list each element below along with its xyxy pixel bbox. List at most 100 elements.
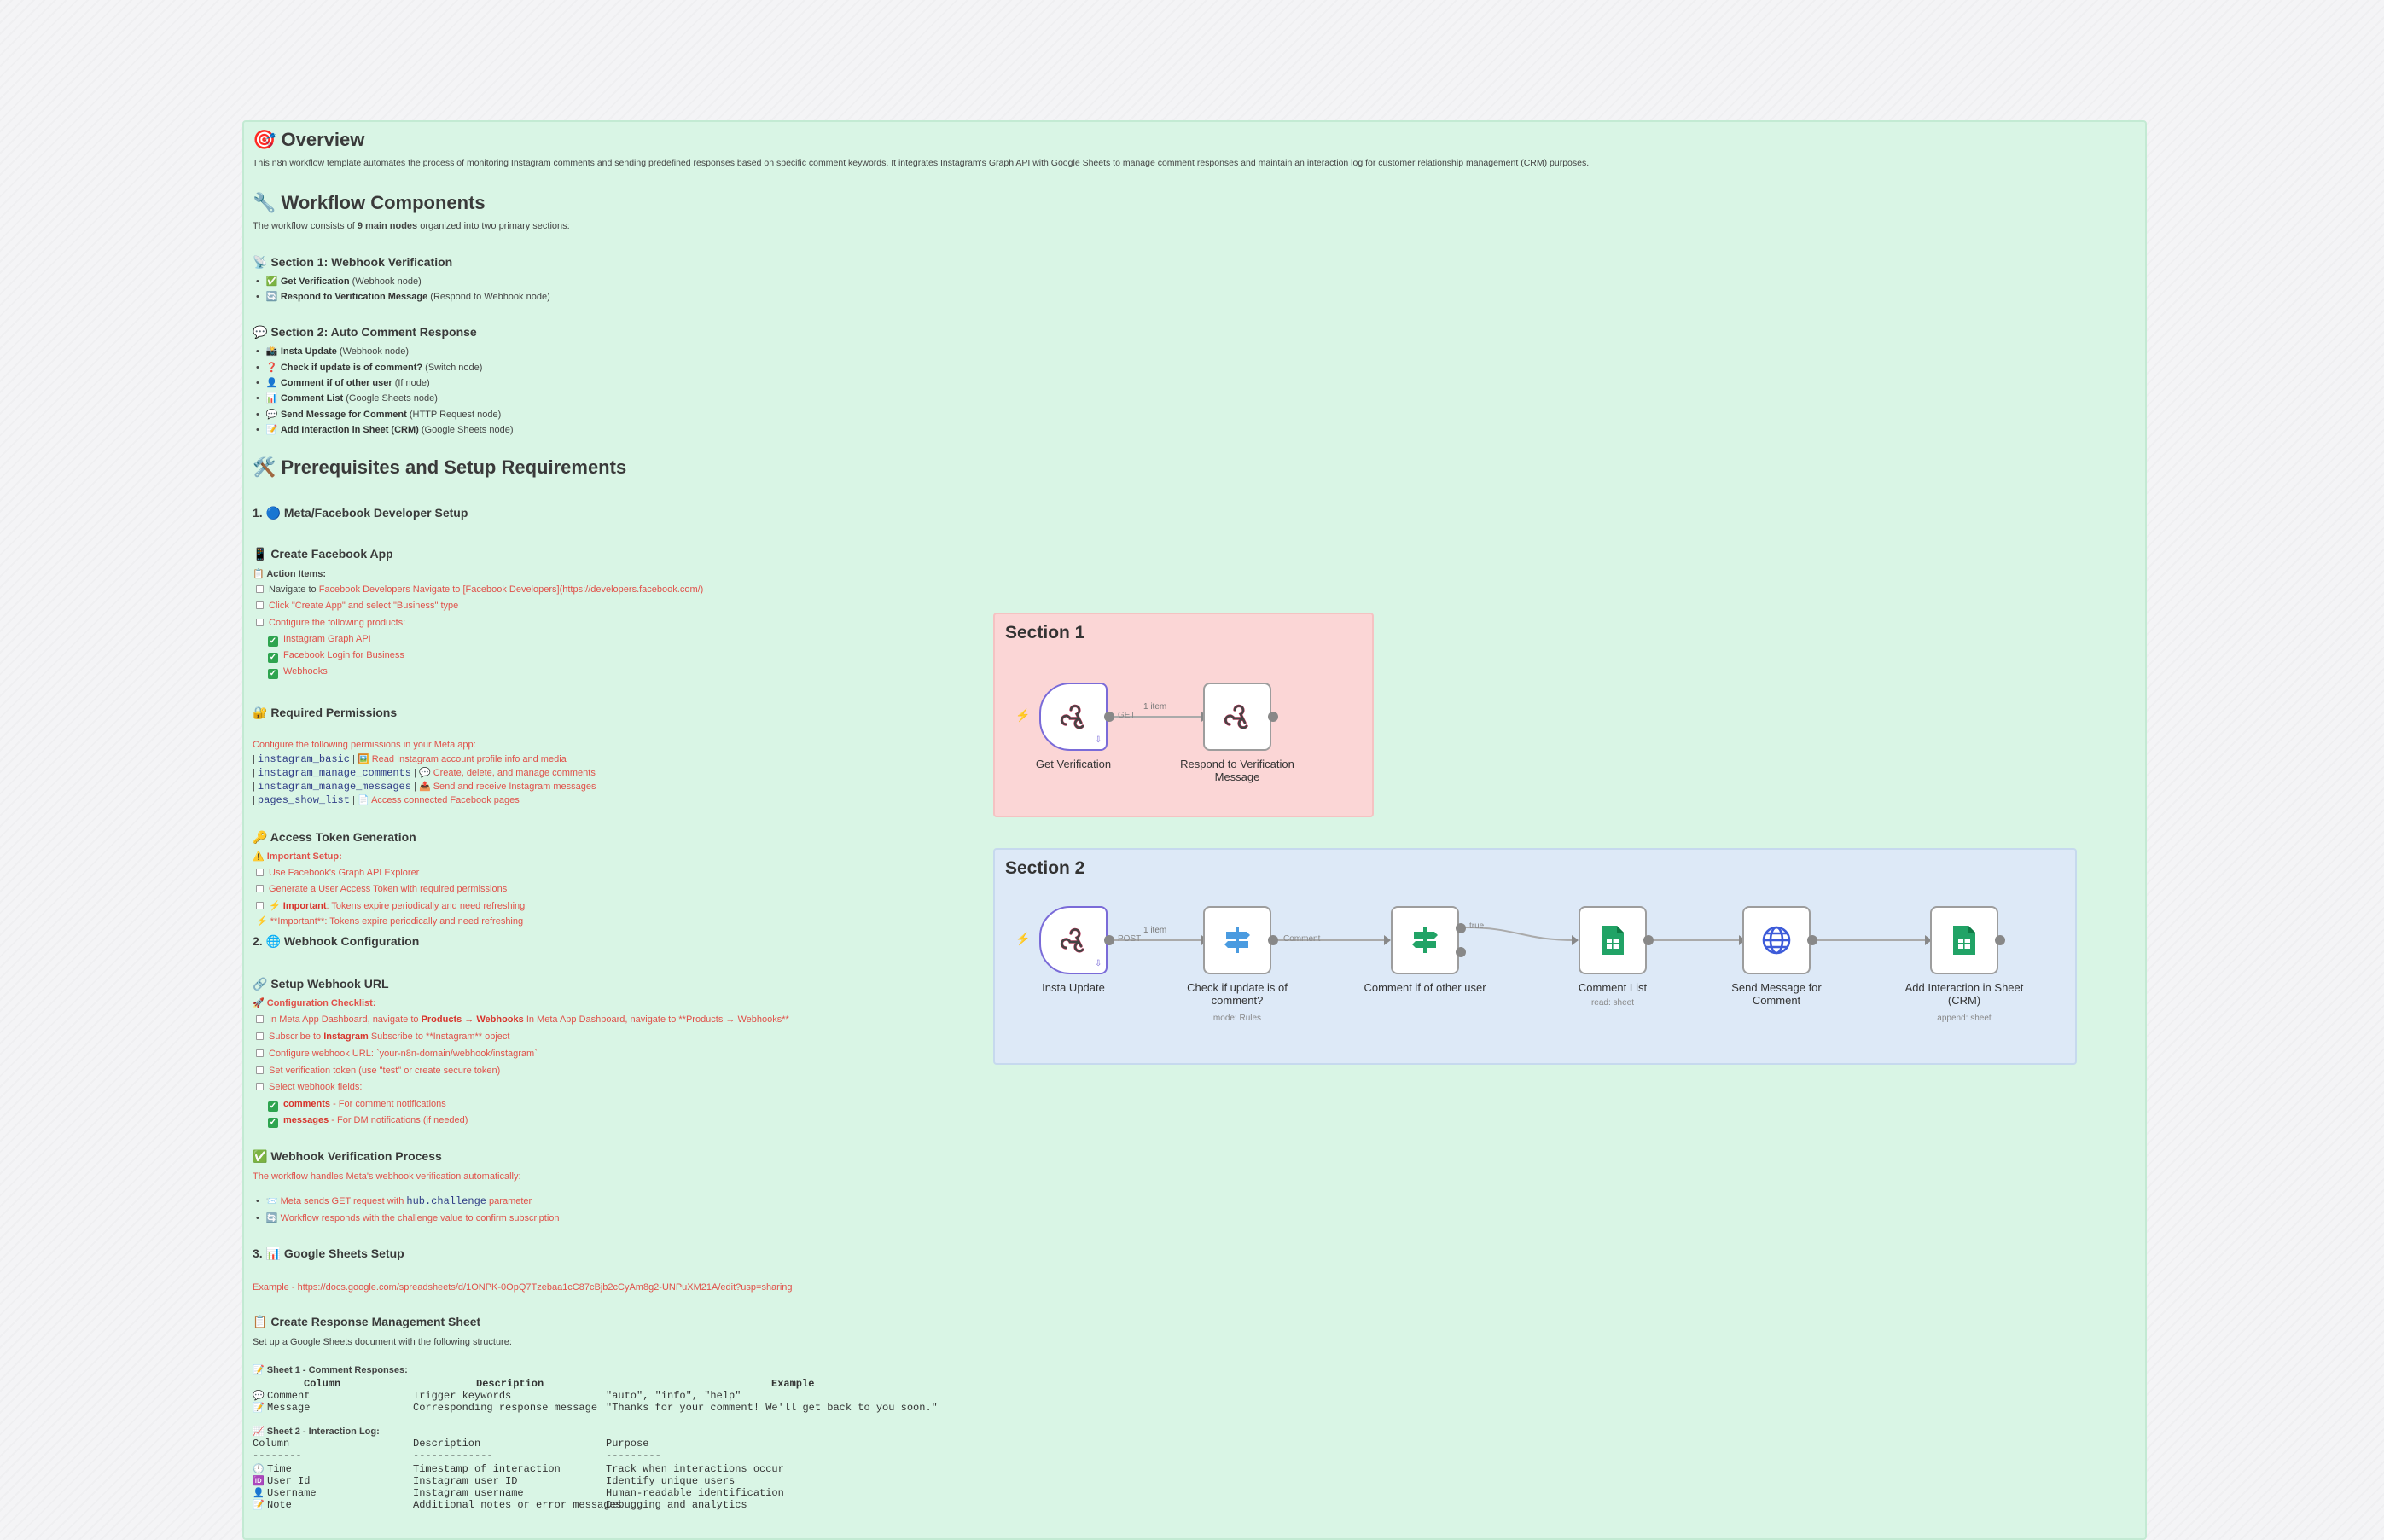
- list-item: 👤Comment if of other user (If node): [256, 377, 430, 388]
- table-cell: Instagram username: [413, 1487, 524, 1499]
- checkbox[interactable]: [256, 885, 264, 892]
- field-item: ✓comments - For comment notifications: [268, 1099, 446, 1112]
- output-port[interactable]: [1807, 935, 1817, 945]
- check-icon: ✓: [268, 653, 278, 663]
- trigger-bolt-icon: ⚡: [1015, 708, 1031, 722]
- node-comment-list-sheets[interactable]: [1579, 906, 1647, 974]
- checklist-item: Generate a User Access Token with requir…: [256, 884, 507, 894]
- checkbox[interactable]: [256, 1066, 264, 1074]
- node-subtitle: append: sheet: [1937, 1014, 1992, 1023]
- output-port[interactable]: [1995, 935, 2005, 945]
- webhook-config-heading: 2. 🌐 Webhook Configuration: [253, 934, 420, 948]
- node-label: Send Message for Comment: [1731, 981, 1822, 1007]
- table-row: 💬Comment: [253, 1390, 311, 1402]
- list-item: 💬Send Message for Comment (HTTP Request …: [256, 409, 501, 420]
- table-header-cell: Column: [253, 1438, 290, 1450]
- node-respond-verification[interactable]: [1203, 683, 1271, 751]
- checkbox[interactable]: [256, 585, 264, 593]
- table-row: 📝Message: [253, 1402, 311, 1414]
- output-port[interactable]: [1643, 935, 1654, 945]
- output-port[interactable]: [1104, 712, 1114, 722]
- node-label: Get Verification: [1035, 758, 1112, 770]
- check-icon: ✓: [268, 669, 278, 679]
- checklist-item: Set verification token (use "test" or cr…: [256, 1066, 500, 1076]
- section2-sticky-note[interactable]: Section 2: [993, 848, 2077, 1065]
- checkbox[interactable]: [256, 1083, 264, 1090]
- pin-icon: ⇩: [1095, 959, 1102, 968]
- output-port-true[interactable]: [1456, 923, 1466, 933]
- checkbox[interactable]: [256, 1015, 264, 1023]
- table-row: 📝Note: [253, 1499, 292, 1511]
- output-port[interactable]: [1104, 935, 1114, 945]
- table-header-cell: Column: [304, 1378, 341, 1390]
- checkbox[interactable]: [256, 1032, 264, 1040]
- table-row: 👤Username: [253, 1487, 317, 1499]
- table-cell: Timestamp of interaction: [413, 1463, 561, 1475]
- output-port[interactable]: [1268, 712, 1278, 722]
- section1-title: Section 1: [1005, 623, 1085, 642]
- checkbox[interactable]: [256, 902, 264, 909]
- table-cell: Debugging and analytics: [606, 1499, 747, 1511]
- connection-line[interactable]: [1654, 935, 1746, 945]
- create-app-heading: 📱 Create Facebook App: [253, 547, 393, 561]
- node-check-comment-switch[interactable]: [1203, 906, 1271, 974]
- checkbox[interactable]: [256, 869, 264, 876]
- google-sheets-icon: [1953, 926, 1975, 955]
- list-item: ✅Get Verification (Webhook node): [256, 276, 422, 287]
- components-description: The workflow consists of 9 main nodes or…: [253, 221, 570, 231]
- table-row: 🕐Time: [253, 1463, 292, 1475]
- node-label: Add Interaction in Sheet (CRM): [1904, 981, 2024, 1007]
- table-cell: Track when interactions occur: [606, 1463, 784, 1475]
- token-heading: 🔑 Access Token Generation: [253, 830, 416, 844]
- table-header-cell: Description: [476, 1378, 544, 1390]
- output-port-false[interactable]: [1456, 947, 1466, 957]
- node-get-verification[interactable]: [1039, 683, 1108, 751]
- list-item: 🔄 Workflow responds with the challenge v…: [256, 1212, 560, 1223]
- connection-method: POST: [1118, 934, 1142, 944]
- node-label: Comment if of other user: [1364, 981, 1486, 994]
- permission-row: | instagram_manage_comments | 💬 Create, …: [253, 767, 596, 779]
- node-add-interaction-sheets[interactable]: [1930, 906, 1998, 974]
- globe-icon: [1762, 926, 1791, 955]
- node-send-message-http[interactable]: [1742, 906, 1811, 974]
- checkbox[interactable]: [256, 601, 264, 609]
- node-label: Check if update is of comment?: [1187, 981, 1288, 1007]
- product-item: ✓Instagram Graph API: [268, 634, 371, 647]
- connection-line[interactable]: [1817, 935, 1932, 945]
- checklist-item: Select webhook fields:: [256, 1082, 362, 1092]
- checkbox[interactable]: [256, 619, 264, 626]
- check-icon: ✓: [268, 636, 278, 647]
- checklist-item: Configure the following products:: [256, 618, 405, 628]
- list-item: 🔄Respond to Verification Message (Respon…: [256, 291, 550, 302]
- google-sheets-icon: [1602, 926, 1624, 955]
- node-subtitle: read: sheet: [1590, 998, 1635, 1008]
- meta-setup-heading: 1. 🔵 Meta/Facebook Developer Setup: [253, 506, 468, 520]
- section2-heading: 💬 Section 2: Auto Comment Response: [253, 325, 477, 339]
- output-port[interactable]: [1268, 935, 1278, 945]
- checklist-item: Subscribe to Instagram Subscribe to **In…: [256, 1032, 509, 1042]
- product-item: ✓Webhooks: [268, 666, 328, 679]
- checklist-item: Navigate to Facebook Developers Navigate…: [256, 584, 703, 595]
- connection-line-curve[interactable]: [1464, 921, 1580, 947]
- checklist-title: 🚀 Configuration Checklist:: [253, 998, 376, 1008]
- sheets-example-link[interactable]: Example - https://docs.google.com/spread…: [253, 1282, 793, 1293]
- table-header-cell: Description: [413, 1438, 481, 1450]
- if-signpost-icon: [1412, 927, 1438, 953]
- connection-method: GET: [1118, 711, 1136, 720]
- overview-sticky-note[interactable]: 🎯 Overview This n8n workflow template au…: [242, 120, 2147, 1540]
- connection-line[interactable]: [1278, 935, 1391, 945]
- overview-title: 🎯 Overview: [253, 129, 365, 150]
- verification-heading: ✅ Webhook Verification Process: [253, 1149, 442, 1163]
- action-items-label: 📋 Action Items:: [253, 569, 327, 579]
- checkbox[interactable]: [256, 1049, 264, 1057]
- switch-icon: [1224, 927, 1250, 953]
- prereq-title: 🛠️ Prerequisites and Setup Requirements: [253, 456, 627, 478]
- node-label: Insta Update: [1042, 981, 1105, 994]
- node-label: Comment List: [1578, 981, 1648, 994]
- node-comment-other-user-if[interactable]: [1391, 906, 1459, 974]
- checklist-item: In Meta App Dashboard, navigate to Produ…: [256, 1014, 789, 1025]
- table-cell: "auto", "info", "help": [606, 1390, 741, 1402]
- table-divider: -------------: [413, 1450, 493, 1462]
- node-insta-update[interactable]: [1039, 906, 1108, 974]
